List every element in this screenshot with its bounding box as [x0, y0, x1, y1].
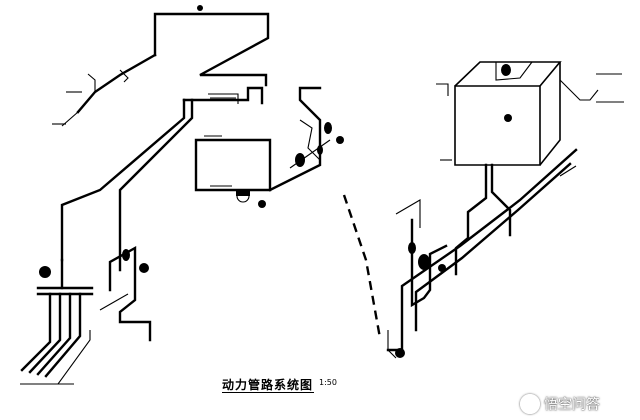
diagonal-cap	[559, 165, 577, 177]
tank-inlet-lines	[495, 61, 533, 81]
right-gauge-icon	[438, 264, 446, 272]
secondary-down-pipe	[118, 98, 194, 272]
riser-a	[20, 292, 52, 372]
right-riser-top	[395, 199, 421, 228]
wukong-logo-icon	[520, 394, 540, 414]
pump-body	[236, 190, 250, 196]
valve-cluster-lines	[299, 119, 321, 161]
riser-c	[36, 292, 72, 376]
left-branch-stub	[87, 73, 96, 92]
tank-drop-a	[454, 163, 488, 276]
riser-d	[44, 292, 82, 378]
meter-icon	[258, 200, 266, 208]
connector-end	[387, 330, 397, 359]
left-top-pipe	[153, 12, 270, 87]
long-diagonal-b	[414, 162, 572, 332]
overflow-pipe	[559, 79, 599, 101]
annotation-marks	[46, 73, 624, 385]
valve-link	[289, 139, 331, 169]
tank-valve-icon	[501, 64, 511, 76]
valve-top-icon	[324, 122, 332, 134]
diagram-title: 动力管路系统图	[222, 378, 314, 392]
riser-b	[28, 292, 62, 374]
small-valve-mark	[119, 69, 129, 83]
left-branch-pipe	[76, 53, 157, 114]
bottom-pump-icon	[395, 348, 405, 358]
tank-front	[454, 85, 541, 166]
main-down-pipe	[60, 98, 186, 262]
riser-brace	[99, 293, 129, 311]
manifold-gauge-icon	[39, 266, 51, 278]
title-underline	[222, 392, 314, 393]
riser-gauge-icon	[139, 263, 149, 273]
loop-pipe	[194, 138, 272, 192]
central-pipe	[182, 86, 264, 105]
tank-leader	[436, 83, 449, 96]
tank-top	[454, 61, 562, 87]
riser-tail	[20, 330, 91, 385]
gauge-right-icon	[336, 136, 344, 144]
right-valve-upper-icon	[408, 242, 416, 254]
tank-side	[539, 62, 561, 166]
valve-cluster-icon	[295, 153, 305, 167]
diagram-scale: 1:50	[319, 378, 337, 387]
watermark-text: 悟空问答	[544, 397, 600, 413]
right-riser	[108, 245, 152, 342]
tank-outlet-icon	[504, 114, 512, 122]
right-lower-riser	[410, 218, 448, 308]
label-box	[208, 93, 239, 104]
top-gauge-icon	[197, 5, 203, 11]
tank-drop-b	[490, 163, 512, 237]
riser-valve-icon	[122, 249, 130, 261]
connecting-dashed-line	[342, 194, 382, 339]
watermark: 悟空问答	[520, 394, 600, 414]
right-valve-cluster-icon	[418, 254, 430, 270]
loop-return	[268, 86, 322, 192]
